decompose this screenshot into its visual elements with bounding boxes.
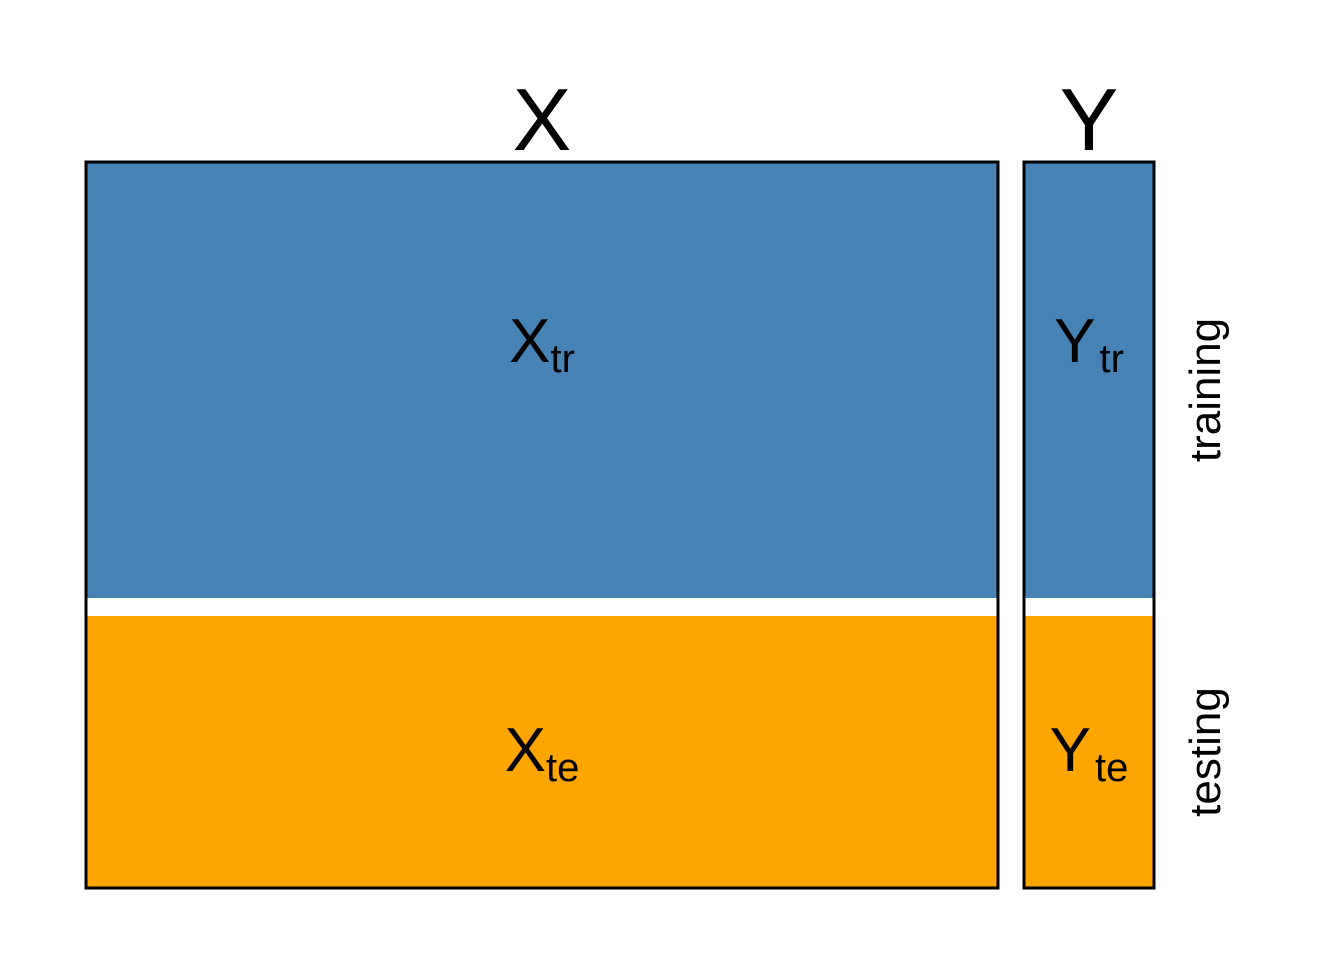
y-training-block bbox=[1024, 162, 1154, 598]
x-matrix-title: X bbox=[513, 70, 572, 169]
x-training-label: Xtr bbox=[509, 307, 575, 381]
x-matrix-outline bbox=[84, 160, 1000, 890]
x-training-block bbox=[86, 162, 998, 598]
y-matrix-outline bbox=[1022, 160, 1156, 890]
x-testing-label: Xte bbox=[505, 716, 580, 790]
y-matrix-title: Y bbox=[1060, 70, 1119, 169]
training-row-label: training bbox=[1181, 318, 1230, 462]
testing-row-label: testing bbox=[1181, 687, 1230, 817]
x-gap-strip bbox=[86, 598, 998, 616]
x-matrix: X Xtr Xte bbox=[84, 70, 1000, 890]
y-testing-block bbox=[1024, 616, 1154, 888]
x-testing-block bbox=[86, 616, 998, 888]
y-gap-strip bbox=[1024, 598, 1154, 616]
